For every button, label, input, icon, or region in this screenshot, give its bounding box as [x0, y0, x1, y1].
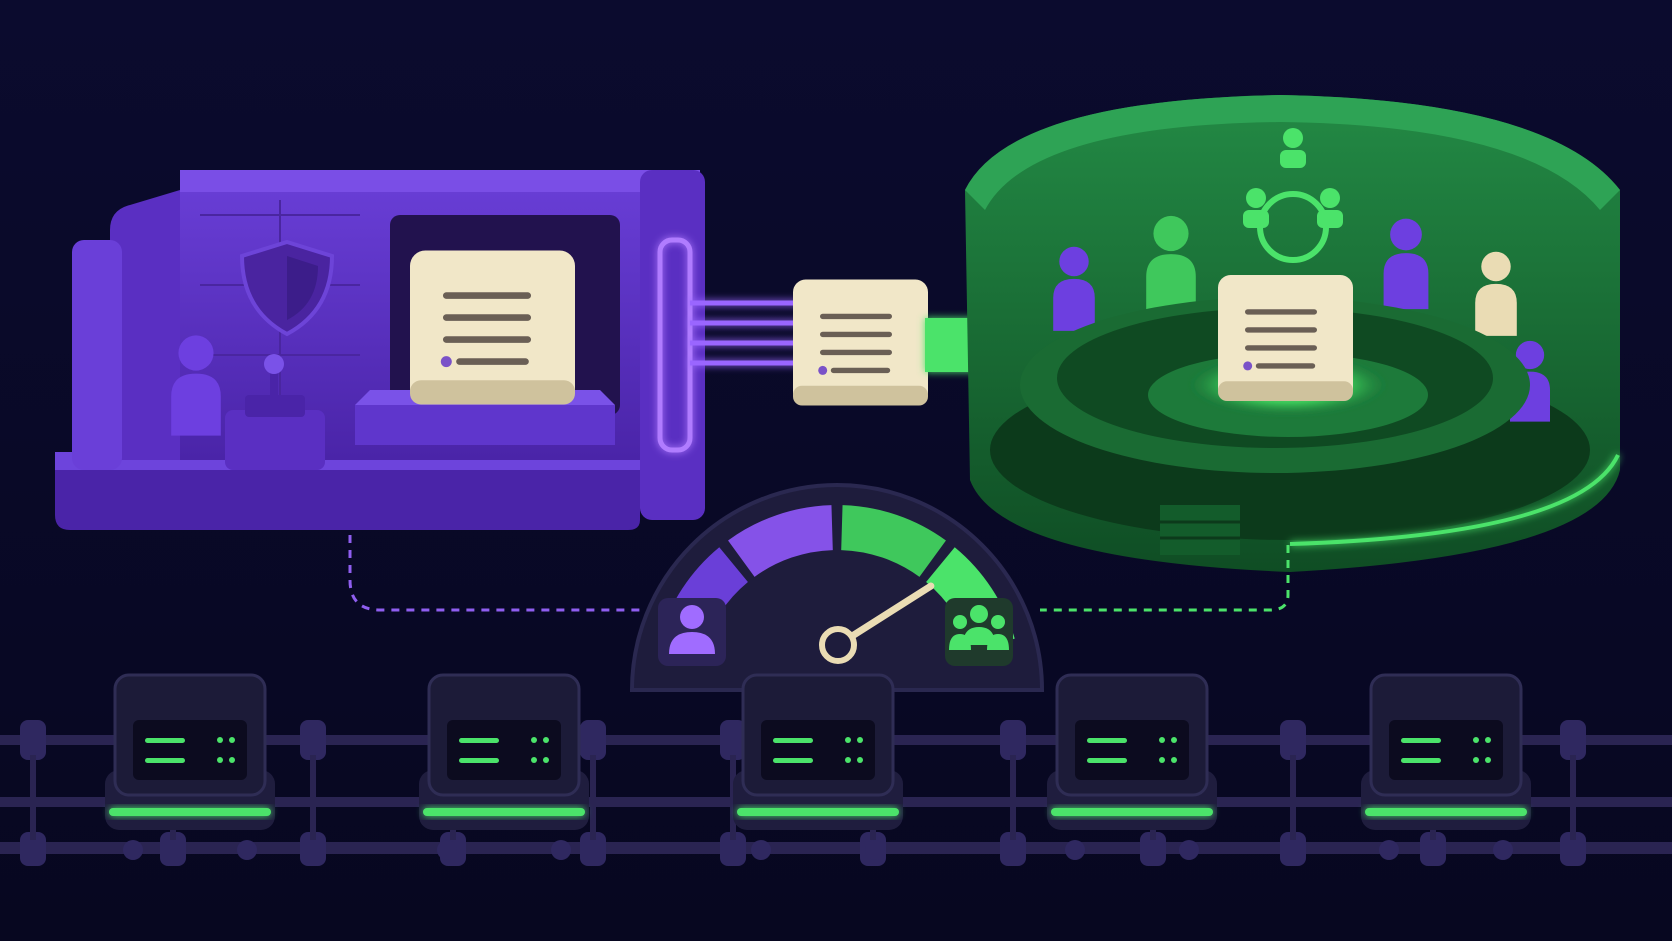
rail-joint — [1140, 832, 1166, 866]
gauge-segment — [841, 505, 946, 577]
server-icon — [1361, 673, 1531, 860]
connector-purple — [348, 535, 640, 612]
rail-joint — [20, 832, 46, 866]
person-icon — [1053, 246, 1095, 331]
server-icon — [105, 673, 275, 860]
group-network-icon — [1243, 128, 1343, 263]
gauge — [629, 483, 1045, 692]
rail-joint — [1560, 720, 1586, 760]
rail-joint — [720, 720, 746, 760]
gauge-segment — [728, 505, 833, 577]
rail-joint — [1280, 720, 1306, 760]
control-room — [55, 170, 705, 530]
needle-hub — [819, 626, 857, 664]
server-icon — [733, 673, 903, 860]
rail-joint — [580, 720, 606, 760]
rail-joint — [1560, 832, 1586, 866]
assembly-chamber — [965, 95, 1620, 572]
rail-joint — [720, 832, 746, 866]
person-icon — [1383, 218, 1429, 310]
person-icon — [1475, 251, 1517, 336]
group-users-icon — [949, 605, 1009, 650]
rail-joint — [1280, 832, 1306, 866]
server-icon — [419, 673, 589, 860]
document-icon — [793, 279, 928, 406]
rail-joint — [20, 720, 46, 760]
rail-joint — [1420, 832, 1446, 866]
servers — [105, 673, 1531, 860]
single-user-icon — [669, 605, 715, 654]
rail-joint — [300, 720, 326, 760]
room-floor — [55, 455, 640, 530]
chamber-steps — [1160, 505, 1240, 555]
rail-joint — [1000, 832, 1026, 866]
rail-joint — [1000, 720, 1026, 760]
console — [225, 410, 325, 470]
rail-joint — [580, 832, 606, 866]
data-beams — [690, 300, 800, 366]
document-icon — [410, 250, 575, 405]
room-left-wall — [110, 190, 180, 460]
document-icon — [1218, 275, 1353, 401]
needle-icon — [819, 582, 935, 664]
rail-joint — [300, 832, 326, 866]
person-icon — [171, 335, 221, 436]
rail-joint — [160, 832, 186, 866]
server-rail — [0, 673, 1672, 866]
server-icon — [1047, 673, 1217, 860]
joystick-icon — [270, 372, 278, 402]
connector-green — [1040, 545, 1290, 612]
person-icon — [1146, 215, 1196, 317]
